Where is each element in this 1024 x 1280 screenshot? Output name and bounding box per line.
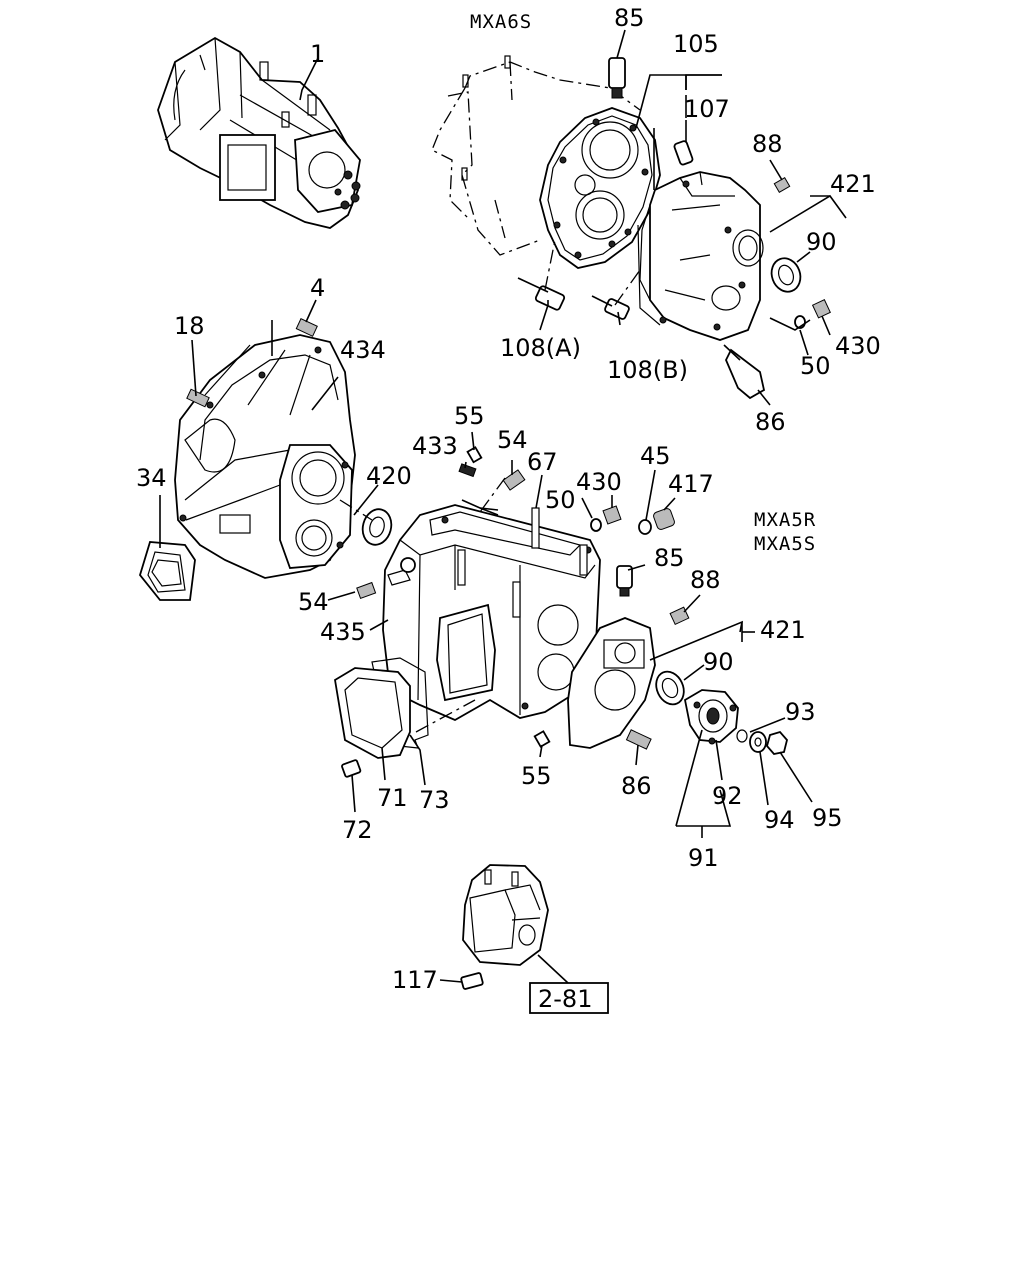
callout-67: 67	[527, 448, 558, 476]
callout-85-top: 85	[614, 4, 645, 32]
callout-50-top: 50	[800, 352, 831, 380]
callout-105: 105	[673, 30, 719, 58]
callout-45: 45	[640, 442, 671, 470]
callout-86-top: 86	[755, 408, 786, 436]
callout-88-mid: 88	[690, 566, 721, 594]
callout-71: 71	[377, 784, 408, 812]
model-label-mxa5r: MXA5R	[754, 509, 816, 531]
callout-85-mid: 85	[654, 544, 685, 572]
callout-50-mid: 50	[545, 486, 576, 514]
callout-1: 1	[310, 40, 325, 68]
callout-34: 34	[136, 464, 167, 492]
callout-93: 93	[785, 698, 816, 726]
transmission-case-illustration	[334, 446, 788, 778]
pto-unit-illustration	[460, 864, 549, 990]
callout-430-top: 430	[835, 332, 881, 360]
callout-417: 417	[668, 470, 714, 498]
callout-95: 95	[812, 804, 843, 832]
callout-54-top: 54	[497, 426, 528, 454]
callout-4: 4	[310, 274, 325, 302]
callout-430-mid: 430	[576, 468, 622, 496]
callout-108b: 108(B)	[607, 356, 688, 384]
callout-91: 91	[688, 844, 719, 872]
callout-86-bottom: 86	[621, 772, 652, 800]
callout-55-bottom: 55	[521, 762, 552, 790]
callout-421-mid: 421	[760, 616, 806, 644]
leader-lines	[159, 29, 847, 984]
reference-box	[529, 982, 609, 1014]
callout-labels: MXA6S MXA5R MXA5S 1 85 105 107 88 421 90…	[136, 4, 881, 1014]
callout-117: 117	[392, 966, 438, 994]
callout-54-mid: 54	[298, 588, 329, 616]
callout-92: 92	[712, 782, 743, 810]
callout-107: 107	[684, 95, 730, 123]
clutch-housing-illustration	[139, 318, 393, 601]
model-label-mxa5s: MXA5S	[754, 533, 816, 555]
callout-94: 94	[764, 806, 795, 834]
callout-434: 434	[340, 336, 386, 364]
callout-73: 73	[419, 786, 450, 814]
callout-108a: 108(A)	[500, 334, 581, 362]
reference-2-81: 2-81	[538, 985, 592, 1013]
callout-55-top: 55	[454, 402, 485, 430]
callout-435: 435	[320, 618, 366, 646]
callout-433: 433	[412, 432, 458, 460]
callout-90-mid: 90	[703, 648, 734, 676]
callout-90-top: 90	[806, 228, 837, 256]
callout-421-top: 421	[830, 170, 876, 198]
mxa6s-group	[431, 55, 831, 400]
callout-72: 72	[342, 816, 373, 844]
callout-88-top: 88	[752, 130, 783, 158]
callout-18: 18	[174, 312, 205, 340]
model-label-mxa6s: MXA6S	[470, 11, 532, 33]
transmission-assembly-illustration	[157, 36, 361, 229]
callout-420: 420	[366, 462, 412, 490]
